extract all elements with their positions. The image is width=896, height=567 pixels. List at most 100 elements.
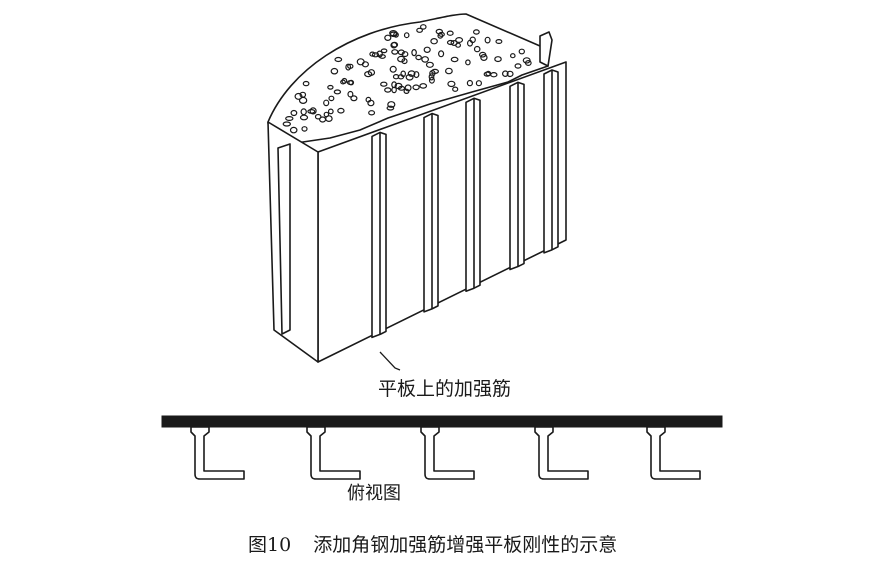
pebble bbox=[403, 32, 410, 39]
pebble bbox=[501, 70, 509, 78]
left-edge-stiffener bbox=[277, 143, 291, 335]
angle-stiffener-5 bbox=[646, 426, 701, 480]
pebble bbox=[428, 76, 435, 84]
plate-section bbox=[161, 415, 723, 428]
pebble bbox=[337, 107, 345, 114]
stiffener-4 bbox=[509, 81, 525, 271]
angle-stiffener-1 bbox=[190, 426, 245, 480]
pebble bbox=[290, 109, 298, 117]
pebble bbox=[494, 56, 502, 63]
pebble bbox=[384, 34, 392, 42]
pebble bbox=[473, 45, 481, 53]
pebble bbox=[390, 41, 398, 49]
pebble bbox=[430, 38, 438, 45]
pebble bbox=[466, 79, 473, 87]
pebble bbox=[514, 63, 522, 69]
pebble bbox=[438, 50, 445, 58]
pebble bbox=[340, 79, 346, 85]
pebble bbox=[323, 111, 330, 118]
pebble bbox=[333, 89, 342, 95]
pebble bbox=[419, 83, 428, 89]
pebble bbox=[452, 86, 459, 92]
pebble bbox=[391, 86, 397, 94]
pebble bbox=[455, 42, 462, 48]
pebble bbox=[384, 87, 392, 93]
pebble bbox=[465, 59, 471, 66]
pebble bbox=[367, 99, 375, 107]
pebble bbox=[522, 57, 531, 64]
pebble bbox=[387, 101, 396, 108]
pebble bbox=[397, 85, 406, 91]
pebble bbox=[446, 39, 455, 46]
pebble bbox=[371, 52, 380, 58]
stiffener-2 bbox=[423, 112, 439, 313]
pebble bbox=[389, 65, 397, 73]
pebble bbox=[447, 80, 456, 88]
pebble bbox=[423, 46, 431, 54]
stiffener-label: 平板上的加强筋 bbox=[378, 378, 512, 400]
pebble bbox=[380, 81, 388, 87]
stiffener-1 bbox=[371, 131, 387, 339]
pebble bbox=[323, 99, 330, 107]
pebble bbox=[302, 80, 310, 87]
pebble bbox=[506, 70, 514, 78]
isometric-bin-view bbox=[267, 13, 567, 363]
pebble bbox=[518, 48, 526, 55]
pebble bbox=[327, 84, 334, 90]
pebble bbox=[368, 110, 376, 116]
angle-stiffener-2 bbox=[306, 426, 361, 480]
pebble bbox=[411, 48, 417, 57]
pebble bbox=[350, 95, 358, 102]
pebble bbox=[450, 56, 459, 63]
pebble bbox=[509, 53, 516, 59]
pebble bbox=[446, 30, 454, 36]
front-stiffeners bbox=[371, 69, 559, 339]
pebble bbox=[397, 55, 406, 63]
stiffener-5 bbox=[543, 69, 559, 254]
pebble bbox=[419, 24, 427, 30]
pebble bbox=[407, 70, 416, 77]
pebble bbox=[346, 80, 354, 86]
caption-number: 图10 bbox=[248, 534, 292, 556]
pebble bbox=[416, 27, 424, 33]
pebble bbox=[282, 121, 291, 127]
pebble bbox=[484, 36, 491, 44]
pebble bbox=[285, 115, 294, 121]
pebble bbox=[425, 61, 434, 68]
figure-caption: 图10 添加角钢加强筋增强平板刚性的示意 bbox=[248, 530, 617, 557]
pebble bbox=[467, 39, 474, 47]
pebble bbox=[475, 80, 482, 87]
pebble bbox=[299, 114, 309, 121]
pebble bbox=[455, 36, 464, 43]
pebble bbox=[380, 48, 388, 54]
pebble bbox=[386, 105, 395, 111]
pebble bbox=[428, 73, 435, 81]
pebble bbox=[435, 28, 443, 35]
caption-text: 添加角钢加强筋增强平板刚性的示意 bbox=[313, 534, 618, 556]
pebble bbox=[330, 67, 339, 75]
angle-stiffener-3 bbox=[420, 426, 475, 480]
pebble bbox=[495, 38, 503, 44]
pebble bbox=[405, 74, 414, 81]
pebble bbox=[412, 84, 420, 91]
pebble bbox=[473, 29, 480, 35]
pebble bbox=[431, 68, 440, 75]
angle-stiffener-4 bbox=[534, 426, 589, 480]
back-plate-edge bbox=[539, 31, 553, 67]
pebble bbox=[289, 126, 298, 134]
pebble bbox=[401, 51, 409, 58]
stiffener-leader-line bbox=[379, 351, 401, 371]
pebble bbox=[445, 67, 453, 75]
pebble bbox=[490, 71, 498, 78]
pebble bbox=[301, 126, 308, 132]
pebble bbox=[367, 69, 376, 76]
pebble bbox=[421, 56, 430, 63]
pebble bbox=[413, 71, 420, 79]
pebble bbox=[480, 53, 488, 61]
pebble bbox=[404, 84, 412, 92]
pebble bbox=[327, 108, 334, 115]
pebble bbox=[334, 56, 343, 63]
pebble bbox=[347, 90, 354, 98]
pebble bbox=[347, 63, 354, 69]
